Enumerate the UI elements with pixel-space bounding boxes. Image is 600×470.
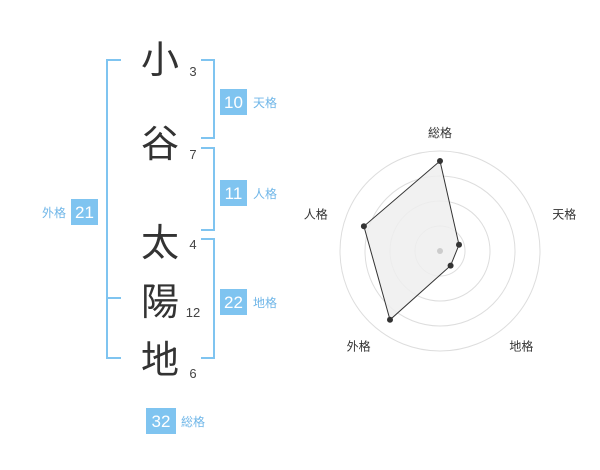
badge-chi-box — [220, 289, 247, 315]
badge-chi-label: 地格 — [253, 295, 277, 310]
bracket-ten — [201, 59, 215, 139]
badge-ten-value: 10 — [224, 93, 243, 112]
brackets — [106, 59, 215, 359]
badge-sou: 32 総格 — [146, 408, 205, 434]
badge-jin-value: 11 — [225, 184, 243, 203]
bracket-chi — [201, 238, 215, 359]
badge-gai: 外格 21 — [42, 199, 98, 225]
bracket-jin — [201, 147, 215, 231]
badge-ten: 10 天格 — [220, 89, 277, 115]
kanji-char-5: 地 — [141, 338, 179, 382]
radar-axis-label-4: 外格 — [347, 339, 371, 354]
badge-jin-label: 人格 — [253, 186, 277, 201]
kanji-char-3: 太 — [141, 221, 179, 265]
stroke-count-4: 12 — [186, 305, 200, 320]
radar-point-5 — [360, 223, 367, 230]
badge-sou-value: 32 — [152, 412, 171, 431]
radar-point-4 — [387, 316, 393, 323]
badge-gai-box — [71, 199, 98, 225]
stroke-count-2: 7 — [189, 147, 196, 162]
stroke-count-5: 6 — [189, 366, 196, 381]
radar-point-1 — [437, 158, 443, 164]
stroke-count-3: 4 — [189, 237, 196, 252]
radar-point-3 — [447, 262, 454, 269]
badge-jin-box — [220, 180, 247, 206]
bracket-gai — [106, 59, 121, 359]
badge-sou-box — [146, 408, 176, 434]
radar-axis-label-3: 地格 — [509, 339, 533, 354]
badge-sou-label: 総格 — [181, 414, 205, 429]
badge-ten-box — [220, 89, 247, 115]
radar-polygon — [363, 160, 460, 321]
stroke-count-1: 3 — [189, 64, 196, 79]
name-characters: 小 谷 太 陽 地 3 7 4 12 6 — [141, 38, 200, 382]
badge-chi: 22 地格 — [220, 289, 277, 315]
radar-axis-label-1: 総格 — [428, 125, 452, 140]
radar-center-dot — [437, 248, 443, 254]
kanji-char-4: 陽 — [141, 280, 179, 324]
kanji-char-1: 小 — [141, 38, 179, 82]
badge-jin: 11 人格 — [220, 180, 277, 206]
radar-axis-label-2: 天格 — [552, 207, 576, 222]
badge-gai-value: 21 — [75, 203, 94, 222]
radar-axis-label-5: 人格 — [304, 207, 328, 222]
badge-chi-value: 22 — [224, 293, 243, 312]
badge-ten-label: 天格 — [253, 95, 277, 110]
badge-gai-label: 外格 — [42, 205, 66, 220]
kanji-char-2: 谷 — [141, 122, 179, 166]
radar-point-2 — [456, 241, 462, 248]
